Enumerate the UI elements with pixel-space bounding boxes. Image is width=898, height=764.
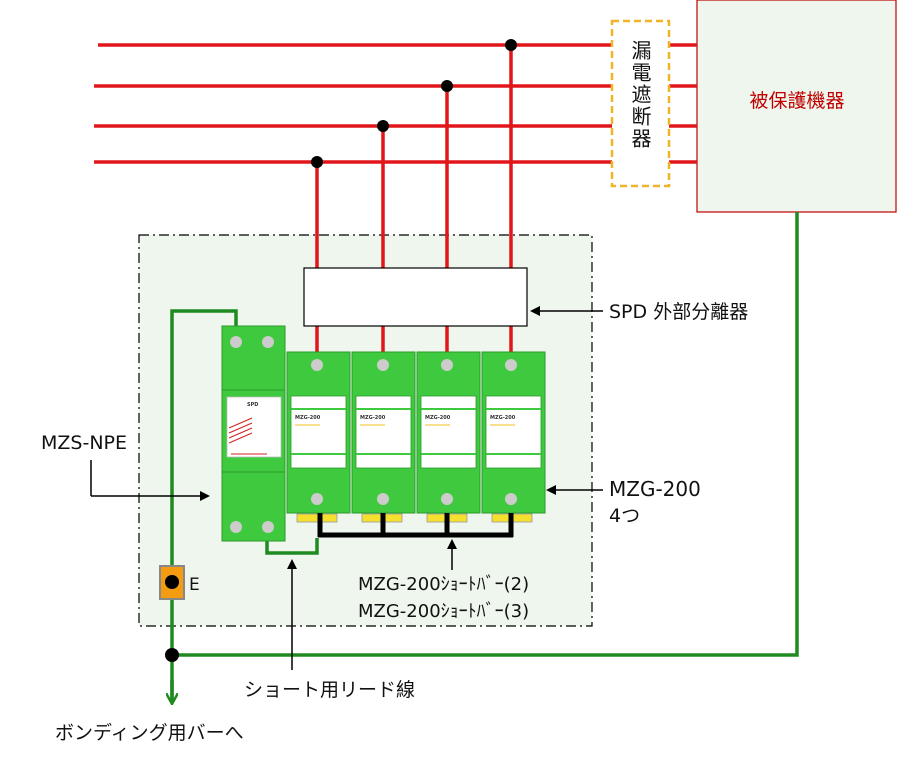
spd-disconnector-box bbox=[303, 267, 528, 327]
mzg-200-window bbox=[290, 395, 347, 469]
mzg-200-modules: MZG-200 MZG-200 MZG-200 bbox=[286, 351, 546, 514]
breaker-box bbox=[610, 19, 671, 188]
junction-dots bbox=[311, 39, 517, 168]
junction-dot bbox=[311, 156, 323, 168]
mzg-200-window bbox=[355, 395, 412, 469]
ground-junction-dot bbox=[165, 648, 179, 662]
mzs-npe-label: MZS-NPE bbox=[41, 432, 127, 454]
mzs-npe-red-marks bbox=[228, 417, 267, 455]
ground-wire-equipment bbox=[172, 212, 799, 657]
junction-dot bbox=[377, 120, 389, 132]
mzs-npe-module-label: SPD bbox=[247, 402, 258, 408]
mzg-200-module: MZG-200 bbox=[416, 351, 481, 514]
junction-dot bbox=[505, 39, 517, 51]
mzg-200-module-label: MZG-200 bbox=[425, 415, 451, 421]
short-bar-label-1: MZG-200ｼｮｰﾄﾊﾞｰ(2) bbox=[358, 574, 529, 595]
junction-dot bbox=[441, 80, 453, 92]
terminal-screw bbox=[230, 521, 242, 533]
protected-equipment-box bbox=[696, 0, 897, 213]
earth-label: E bbox=[189, 575, 200, 595]
mzg-200-module: MZG-200 bbox=[351, 351, 416, 514]
short-bar bbox=[296, 513, 533, 538]
ground-wiring bbox=[170, 212, 799, 698]
earth-terminal-dot bbox=[165, 575, 179, 589]
mzg-200-module-label: MZG-200 bbox=[360, 415, 386, 421]
mzs-npe-window bbox=[226, 396, 282, 458]
terminal-screw bbox=[377, 359, 389, 371]
mzg-200-label: MZG-200 bbox=[609, 477, 701, 501]
terminal-screw bbox=[230, 336, 242, 348]
mzg-200-module: MZG-200 bbox=[286, 351, 351, 514]
terminal-screw bbox=[377, 493, 389, 505]
terminal-screw bbox=[311, 493, 323, 505]
mzg-200-count-label: 4つ bbox=[609, 505, 640, 527]
short-bar-label-2: MZG-200ｼｮｰﾄﾊﾞｰ(3) bbox=[358, 601, 529, 622]
short-lead-label: ショート用リード線 bbox=[244, 679, 415, 701]
terminal-screw bbox=[262, 521, 274, 533]
terminal-screw bbox=[505, 359, 517, 371]
ground-wire-npe-top bbox=[170, 309, 238, 698]
short-lead-wire bbox=[265, 538, 319, 555]
terminal-screw bbox=[441, 493, 453, 505]
spd-disconnector-label: SPD 外部分離器 bbox=[609, 301, 748, 323]
short-bar-clip bbox=[296, 513, 338, 523]
mzg-200-window bbox=[420, 395, 477, 469]
terminal-screw bbox=[262, 336, 274, 348]
mzg-200-module-label: MZG-200 bbox=[490, 415, 516, 421]
mzg-200-module-label: MZG-200 bbox=[295, 415, 321, 421]
mzs-npe-module: SPD bbox=[221, 325, 286, 542]
terminal-screw bbox=[311, 359, 323, 371]
terminal-screw bbox=[441, 359, 453, 371]
breaker-label: 漏電遮断器 bbox=[628, 40, 652, 150]
terminal-screw bbox=[505, 493, 517, 505]
protected-equipment-label: 被保護機器 bbox=[749, 90, 844, 112]
mzg-200-module: MZG-200 bbox=[481, 351, 546, 514]
bonding-label: ボンディング用バーへ bbox=[55, 722, 244, 744]
mzg-200-window bbox=[485, 395, 542, 469]
